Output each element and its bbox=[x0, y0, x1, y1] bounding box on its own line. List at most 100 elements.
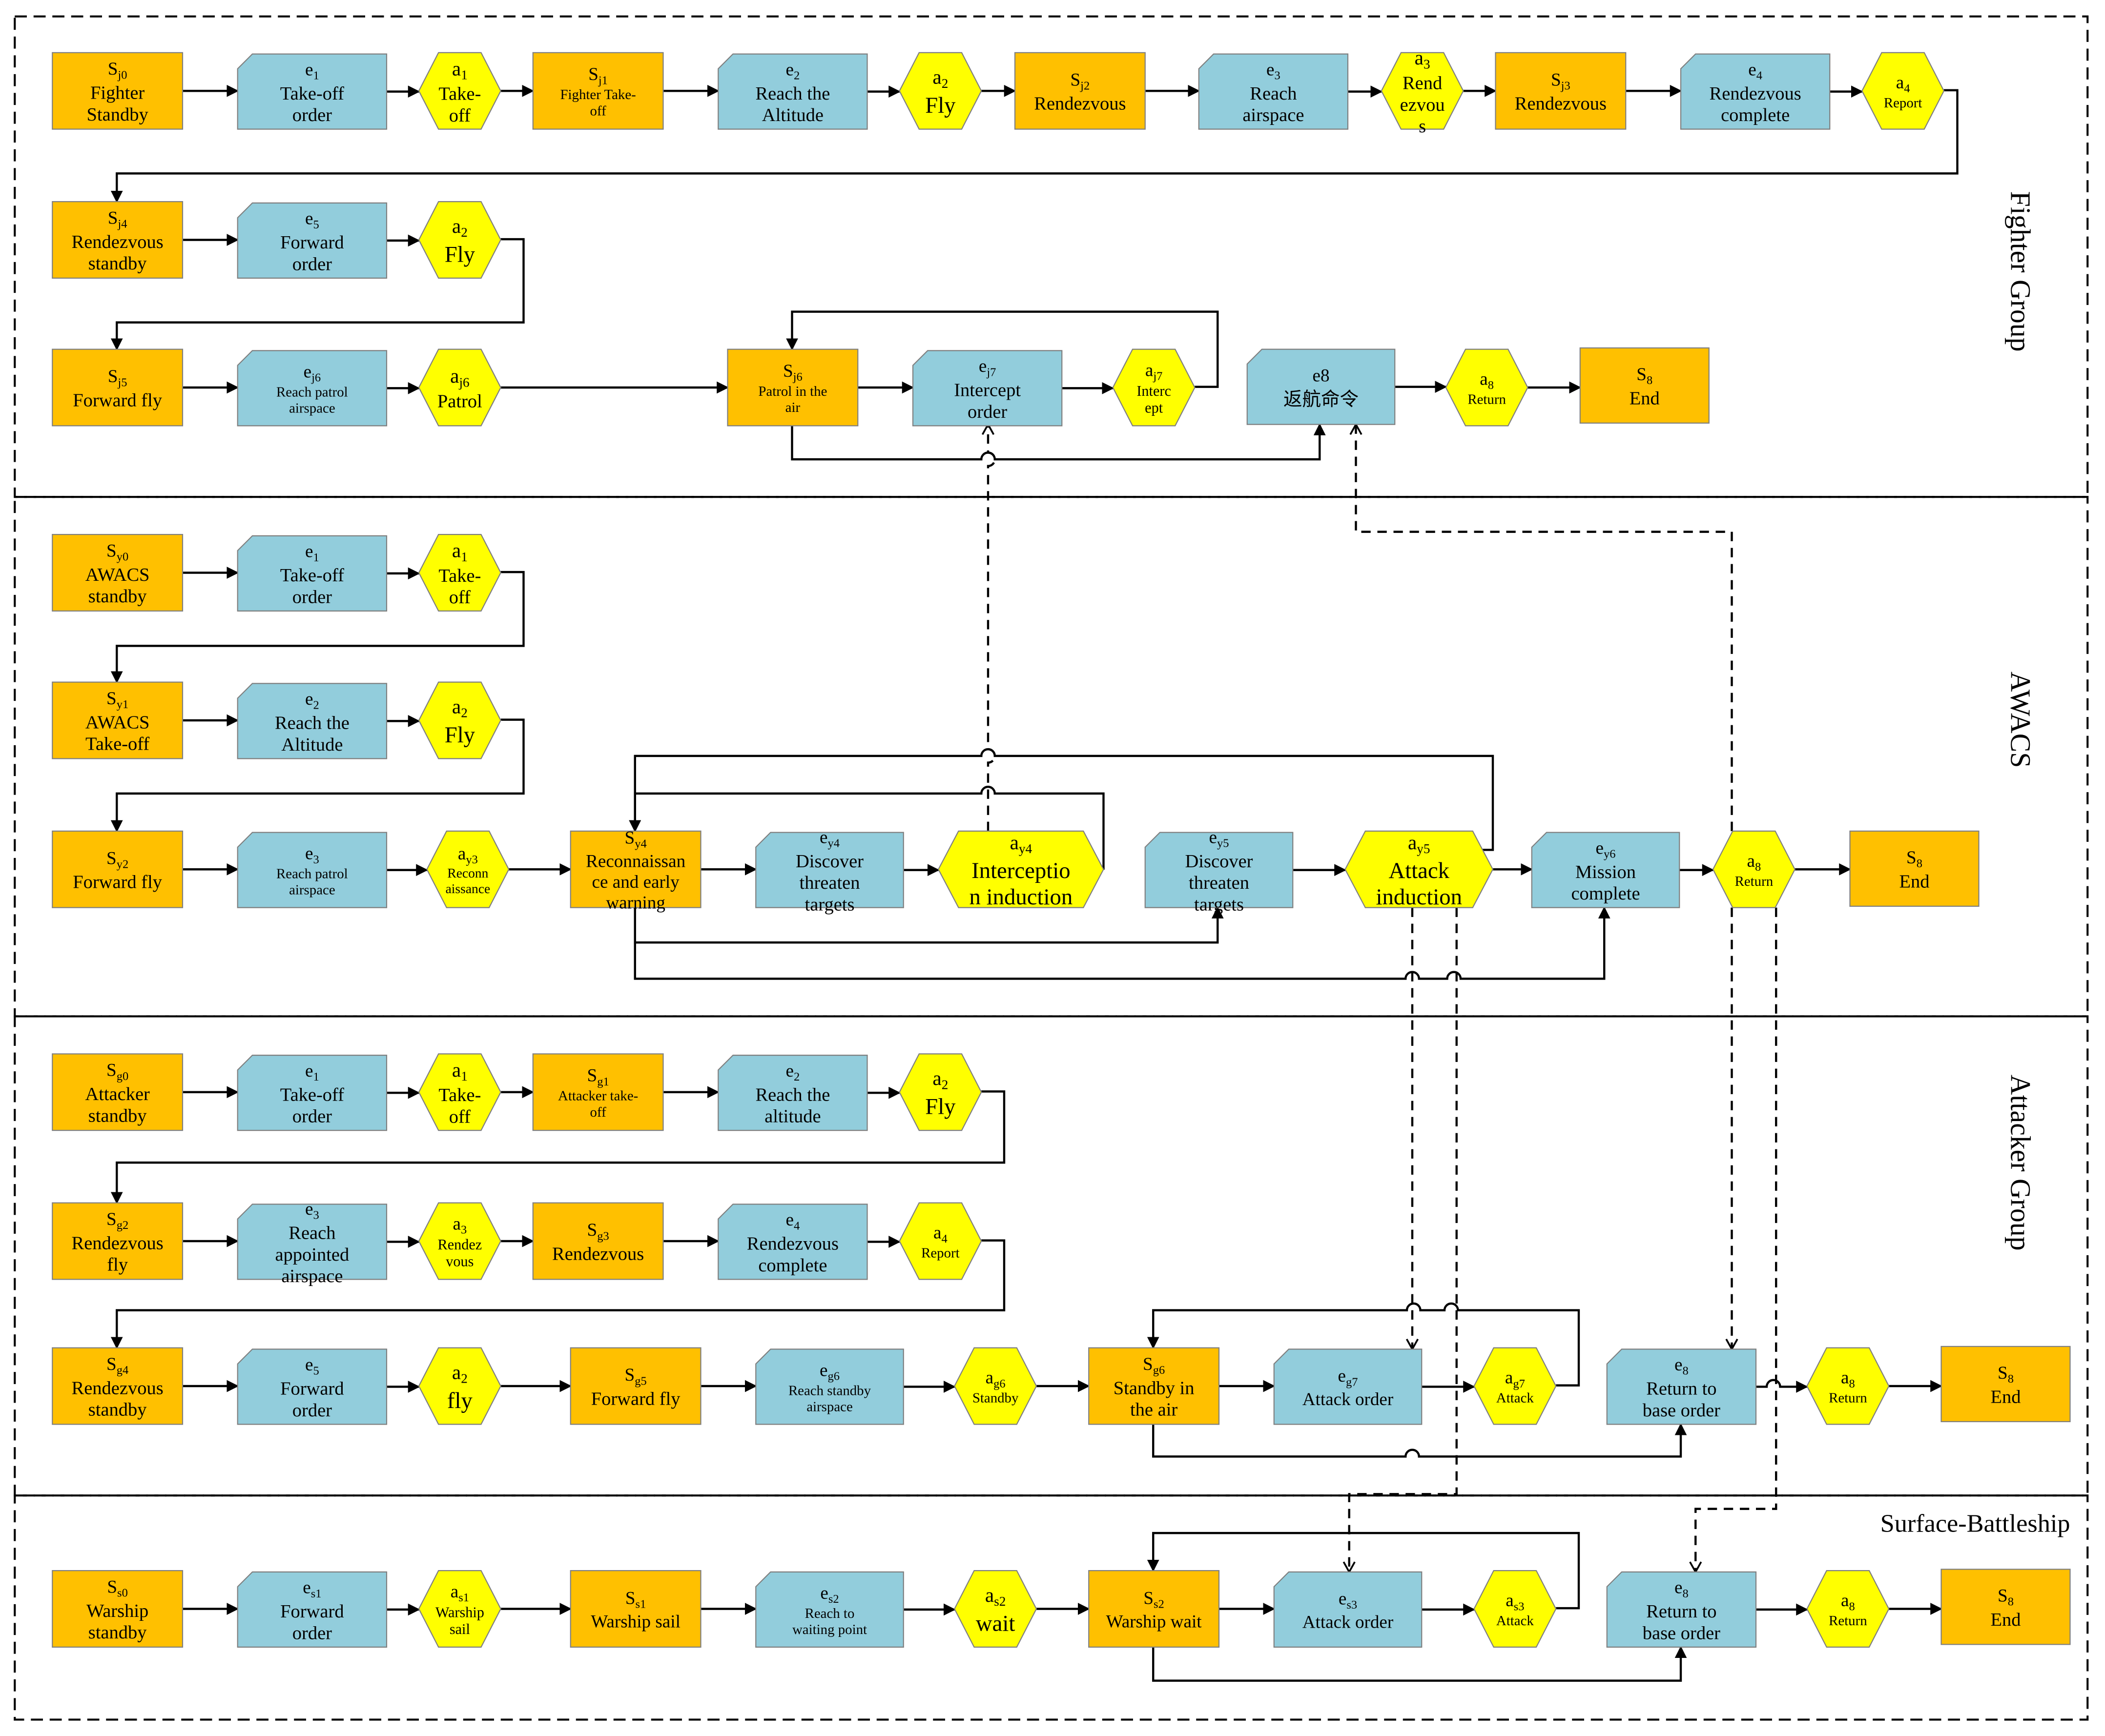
node-symbol-sub: 2 bbox=[313, 698, 319, 712]
node-symbol-base: e bbox=[786, 60, 794, 80]
node-symbol-sub: j6 bbox=[793, 370, 803, 384]
flow-arrow bbox=[786, 310, 1219, 388]
flow-arrow bbox=[791, 423, 1326, 461]
node-symbol: e8 bbox=[1674, 1578, 1689, 1600]
node-symbol-sub: s0 bbox=[117, 1587, 128, 1600]
action-shape bbox=[418, 681, 501, 759]
event-shape bbox=[237, 1204, 388, 1280]
node-label-line: Warship sail bbox=[591, 1612, 681, 1632]
node-label-line: Fighter bbox=[90, 83, 144, 103]
node-label-line: order bbox=[292, 105, 332, 125]
node-symbol: ey5 bbox=[1209, 827, 1229, 850]
node-label-line: off bbox=[590, 103, 607, 119]
node-symbol-sub: 2 bbox=[794, 69, 800, 82]
node-label-line: Fly bbox=[445, 722, 475, 748]
node-symbol-base: S bbox=[1143, 1588, 1154, 1608]
node-symbol-base: S bbox=[1551, 70, 1561, 90]
node-symbol: e3 bbox=[305, 1199, 319, 1222]
node-symbol: ej7 bbox=[979, 356, 996, 379]
node-label-line: base order bbox=[1643, 1400, 1720, 1421]
action-shape bbox=[418, 348, 501, 427]
node-symbol: ej6 bbox=[304, 362, 321, 384]
node-symbol: a4 bbox=[933, 1223, 948, 1246]
node-symbol: Sj1 bbox=[588, 64, 608, 87]
node-symbol-base: a bbox=[452, 215, 461, 237]
action-shape bbox=[1473, 1347, 1557, 1425]
node-symbol: Ss1 bbox=[625, 1588, 646, 1611]
node-symbol-sub: 8 bbox=[1917, 857, 1922, 870]
node-symbol-sub: j2 bbox=[1080, 80, 1090, 93]
state-shape bbox=[52, 1202, 184, 1280]
node-symbol-base: a bbox=[451, 1582, 458, 1602]
node-symbol-base: a bbox=[1480, 369, 1487, 389]
state-shape bbox=[532, 52, 664, 130]
node-symbol-base: a bbox=[452, 695, 461, 717]
node-label-line: standby bbox=[88, 1622, 147, 1643]
event-shape bbox=[718, 53, 868, 130]
node-symbol: Sj5 bbox=[108, 367, 127, 389]
event-shape bbox=[237, 683, 388, 759]
flow-arrow bbox=[110, 1239, 1006, 1349]
node-symbol: as1 bbox=[451, 1582, 469, 1604]
node-symbol: Sg6 bbox=[1143, 1354, 1165, 1377]
node-label-line: End bbox=[1990, 1610, 2021, 1630]
node-symbol-sub: y1 bbox=[117, 698, 128, 711]
state-shape bbox=[1579, 347, 1710, 424]
node-symbol-sub: 8 bbox=[2008, 1372, 2014, 1386]
node-symbol-sub: j6 bbox=[311, 371, 321, 385]
node-label-line: Rendezvous bbox=[72, 1378, 164, 1398]
node-symbol: e3 bbox=[1266, 60, 1280, 82]
event-shape bbox=[237, 1348, 388, 1425]
state-shape bbox=[1849, 830, 1980, 907]
node-symbol-base: a bbox=[452, 1361, 461, 1383]
state-shape bbox=[52, 681, 184, 759]
event-shape bbox=[237, 1055, 388, 1131]
node-symbol-base: e bbox=[1338, 1366, 1346, 1386]
action-shape bbox=[938, 830, 1104, 908]
node-label-line: Attack bbox=[1496, 1613, 1534, 1629]
node-symbol-sub: y5 bbox=[1217, 837, 1229, 850]
event-shape bbox=[755, 1571, 904, 1648]
node-symbol-sub: 1 bbox=[313, 1070, 319, 1083]
node-symbol: e5 bbox=[305, 209, 319, 231]
state-shape bbox=[1495, 52, 1627, 130]
node-label-line: Reach to bbox=[805, 1606, 855, 1621]
node-symbol: Sg1 bbox=[587, 1066, 609, 1088]
node-symbol-sub: 3 bbox=[313, 853, 319, 866]
node-symbol: Sj3 bbox=[1551, 70, 1570, 92]
node-symbol-base: e bbox=[820, 1360, 827, 1380]
node-label-line: Reach the bbox=[755, 1084, 830, 1105]
node-label-line: complete bbox=[758, 1255, 827, 1276]
node-label-line: Discover bbox=[796, 851, 864, 872]
node-label-line: fly bbox=[447, 1388, 473, 1413]
node-label-line: standby bbox=[88, 253, 147, 274]
node-symbol-sub: g5 bbox=[635, 1374, 647, 1388]
node-symbol: eg6 bbox=[820, 1360, 840, 1383]
node-symbol-sub: 4 bbox=[1904, 82, 1910, 95]
state-shape bbox=[1940, 1569, 2071, 1645]
node-symbol: a2 bbox=[452, 1361, 468, 1386]
node-symbol: ag6 bbox=[986, 1368, 1006, 1390]
node-label-line: Take- bbox=[438, 1085, 481, 1105]
state-shape bbox=[570, 830, 702, 908]
lane-frame-ship bbox=[14, 1494, 2089, 1721]
event-shape bbox=[237, 1571, 388, 1648]
node-label-line: Intercept bbox=[954, 380, 1021, 401]
node-label-line: Take-off bbox=[85, 734, 149, 755]
